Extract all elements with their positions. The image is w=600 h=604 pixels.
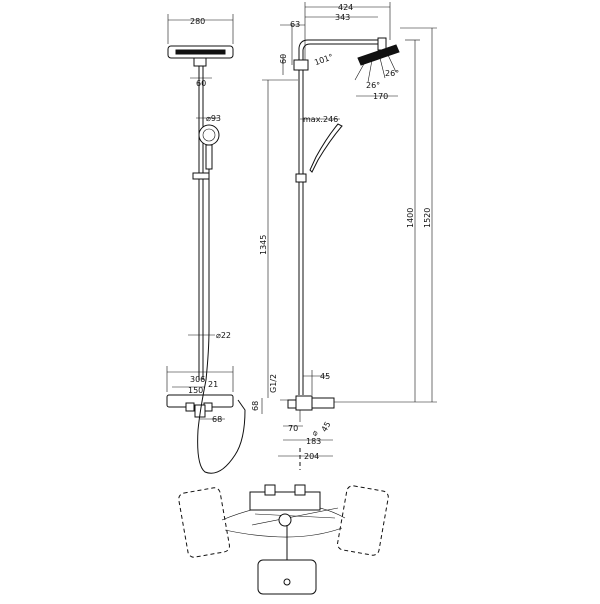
dim-150-label: 150: [188, 386, 203, 395]
thread-label: G1/2: [269, 374, 278, 393]
slider-holder-front: [192, 172, 210, 180]
swing-position-left: [178, 487, 230, 558]
dim-26b-label: 26°: [366, 81, 380, 90]
dim-1520-label: 1520: [423, 208, 432, 228]
overhead-shower-plan: [257, 559, 317, 595]
hose-lower-loop: [197, 379, 246, 474]
dim-1400-label: 1400: [406, 208, 415, 228]
front-view: 280 60 ⌀93 ⌀22 306 150 21: [166, 14, 246, 474]
dim-343-label: 343: [335, 13, 350, 22]
dim-101-label: 101°: [313, 52, 334, 67]
dim-s70-label: 70: [288, 424, 298, 433]
dim-max246-label: max.246: [303, 115, 338, 124]
hand-shower-head: [198, 124, 220, 146]
dim-170-label: 170: [373, 92, 388, 101]
dim-93-label: ⌀93: [206, 114, 221, 123]
dim-s45-label: 45: [320, 372, 330, 381]
arm-wall-bracket: [293, 59, 309, 71]
overhead-arm-joint: [193, 57, 207, 67]
dim-424-label: 424: [338, 3, 353, 12]
slider-holder-side: [295, 173, 307, 183]
dim-21-label: 21: [208, 380, 218, 389]
riser-plan: [278, 513, 292, 527]
dim-1345-label: 1345: [259, 235, 268, 255]
shower-arm-upper: [298, 39, 380, 67]
spout-side: [311, 397, 335, 409]
dim-s68-label: 68: [251, 401, 260, 411]
plan-view: [178, 484, 389, 595]
hose-upper: [205, 169, 210, 381]
dim-63-label: 63: [290, 20, 300, 29]
dim-306-label: 306: [190, 375, 205, 384]
arm-end-joint: [377, 37, 387, 51]
dim-68-label: 68: [212, 415, 222, 424]
dim-s45b-label: 45: [320, 420, 333, 433]
thermostat-side: [295, 395, 313, 411]
hand-shower-handle: [205, 144, 213, 170]
hand-shower-side: [309, 123, 343, 173]
dim-sdia-label: ⌀: [310, 429, 320, 438]
dim-s204-label: 204: [304, 452, 319, 461]
overhead-shower-side: [357, 44, 400, 66]
shower-arm-lower: [302, 43, 380, 67]
side-view: 424 343 63 60 101° 26° 26° 170 1400 1520: [251, 2, 437, 470]
dim-22-label: ⌀22: [216, 331, 231, 340]
dim-side-60-label: 60: [279, 54, 288, 64]
dim-280-label: 280: [190, 17, 205, 26]
swing-position-right: [337, 485, 389, 556]
dim-s183-label: 183: [306, 437, 321, 446]
overhead-nozzle-plate: [175, 49, 226, 55]
dim-26a-label: 26°: [385, 69, 399, 78]
thermostat-plan: [249, 491, 321, 511]
dim-60-label: 60: [196, 79, 206, 88]
